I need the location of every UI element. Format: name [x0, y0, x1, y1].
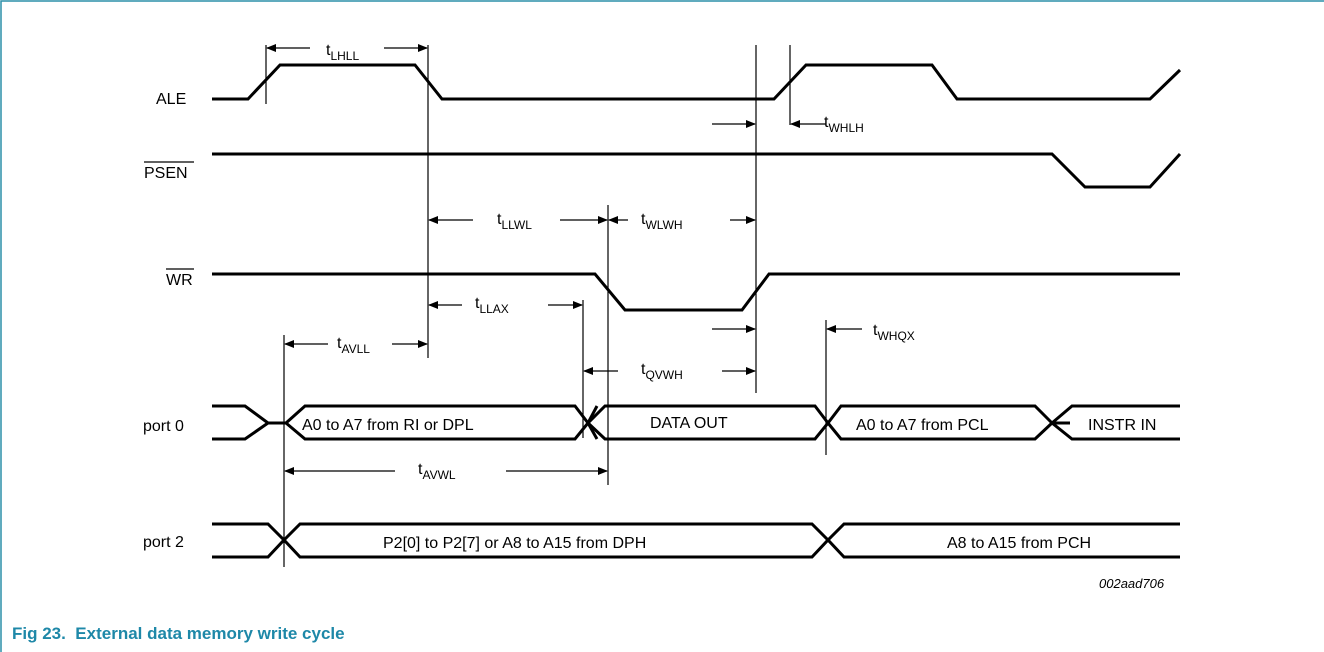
port0-pcl-label: A0 to A7 from PCL [856, 417, 989, 434]
timing-arrows [266, 44, 862, 475]
port0-data-out-label: DATA OUT [650, 415, 728, 432]
timing-label-llax: tLLAX [475, 295, 509, 316]
signal-label-wr: WR [166, 272, 193, 289]
wr-waveform [212, 272, 1180, 312]
port0-address-low-label: A0 to A7 from RI or DPL [302, 417, 474, 434]
signal-label-port0: port 0 [143, 418, 184, 435]
timing-label-wlwh: tWLWH [641, 211, 683, 232]
ale-waveform [212, 63, 1182, 101]
port0-bus [212, 404, 1180, 441]
timing-label-avll: tAVLL [337, 335, 370, 356]
signal-label-port2: port 2 [143, 534, 184, 551]
timing-label-llwl: tLLWL [497, 211, 532, 232]
port2-address-high-label: P2[0] to P2[7] or A8 to A15 from DPH [383, 535, 646, 552]
timing-label-avwl: tAVWL [418, 461, 456, 482]
reference-lines [265, 45, 827, 567]
figure-code: 002aad706 [1099, 576, 1165, 591]
signal-label-psen: PSEN [144, 165, 188, 182]
timing-label-lhll: tLHLL [326, 42, 359, 63]
port0-instr-in-label: INSTR IN [1088, 417, 1156, 434]
port2-bus [212, 522, 1180, 559]
timing-label-whlh: tWHLH [824, 114, 864, 135]
port2-pch-label: A8 to A15 from PCH [947, 535, 1091, 552]
figure-caption: Fig 23. External data memory write cycle [12, 624, 345, 643]
signal-label-ale: ALE [156, 91, 186, 108]
timing-label-qvwh: tQVWH [641, 361, 683, 382]
timing-label-whqx: tWHQX [873, 322, 915, 343]
psen-waveform [212, 152, 1182, 189]
